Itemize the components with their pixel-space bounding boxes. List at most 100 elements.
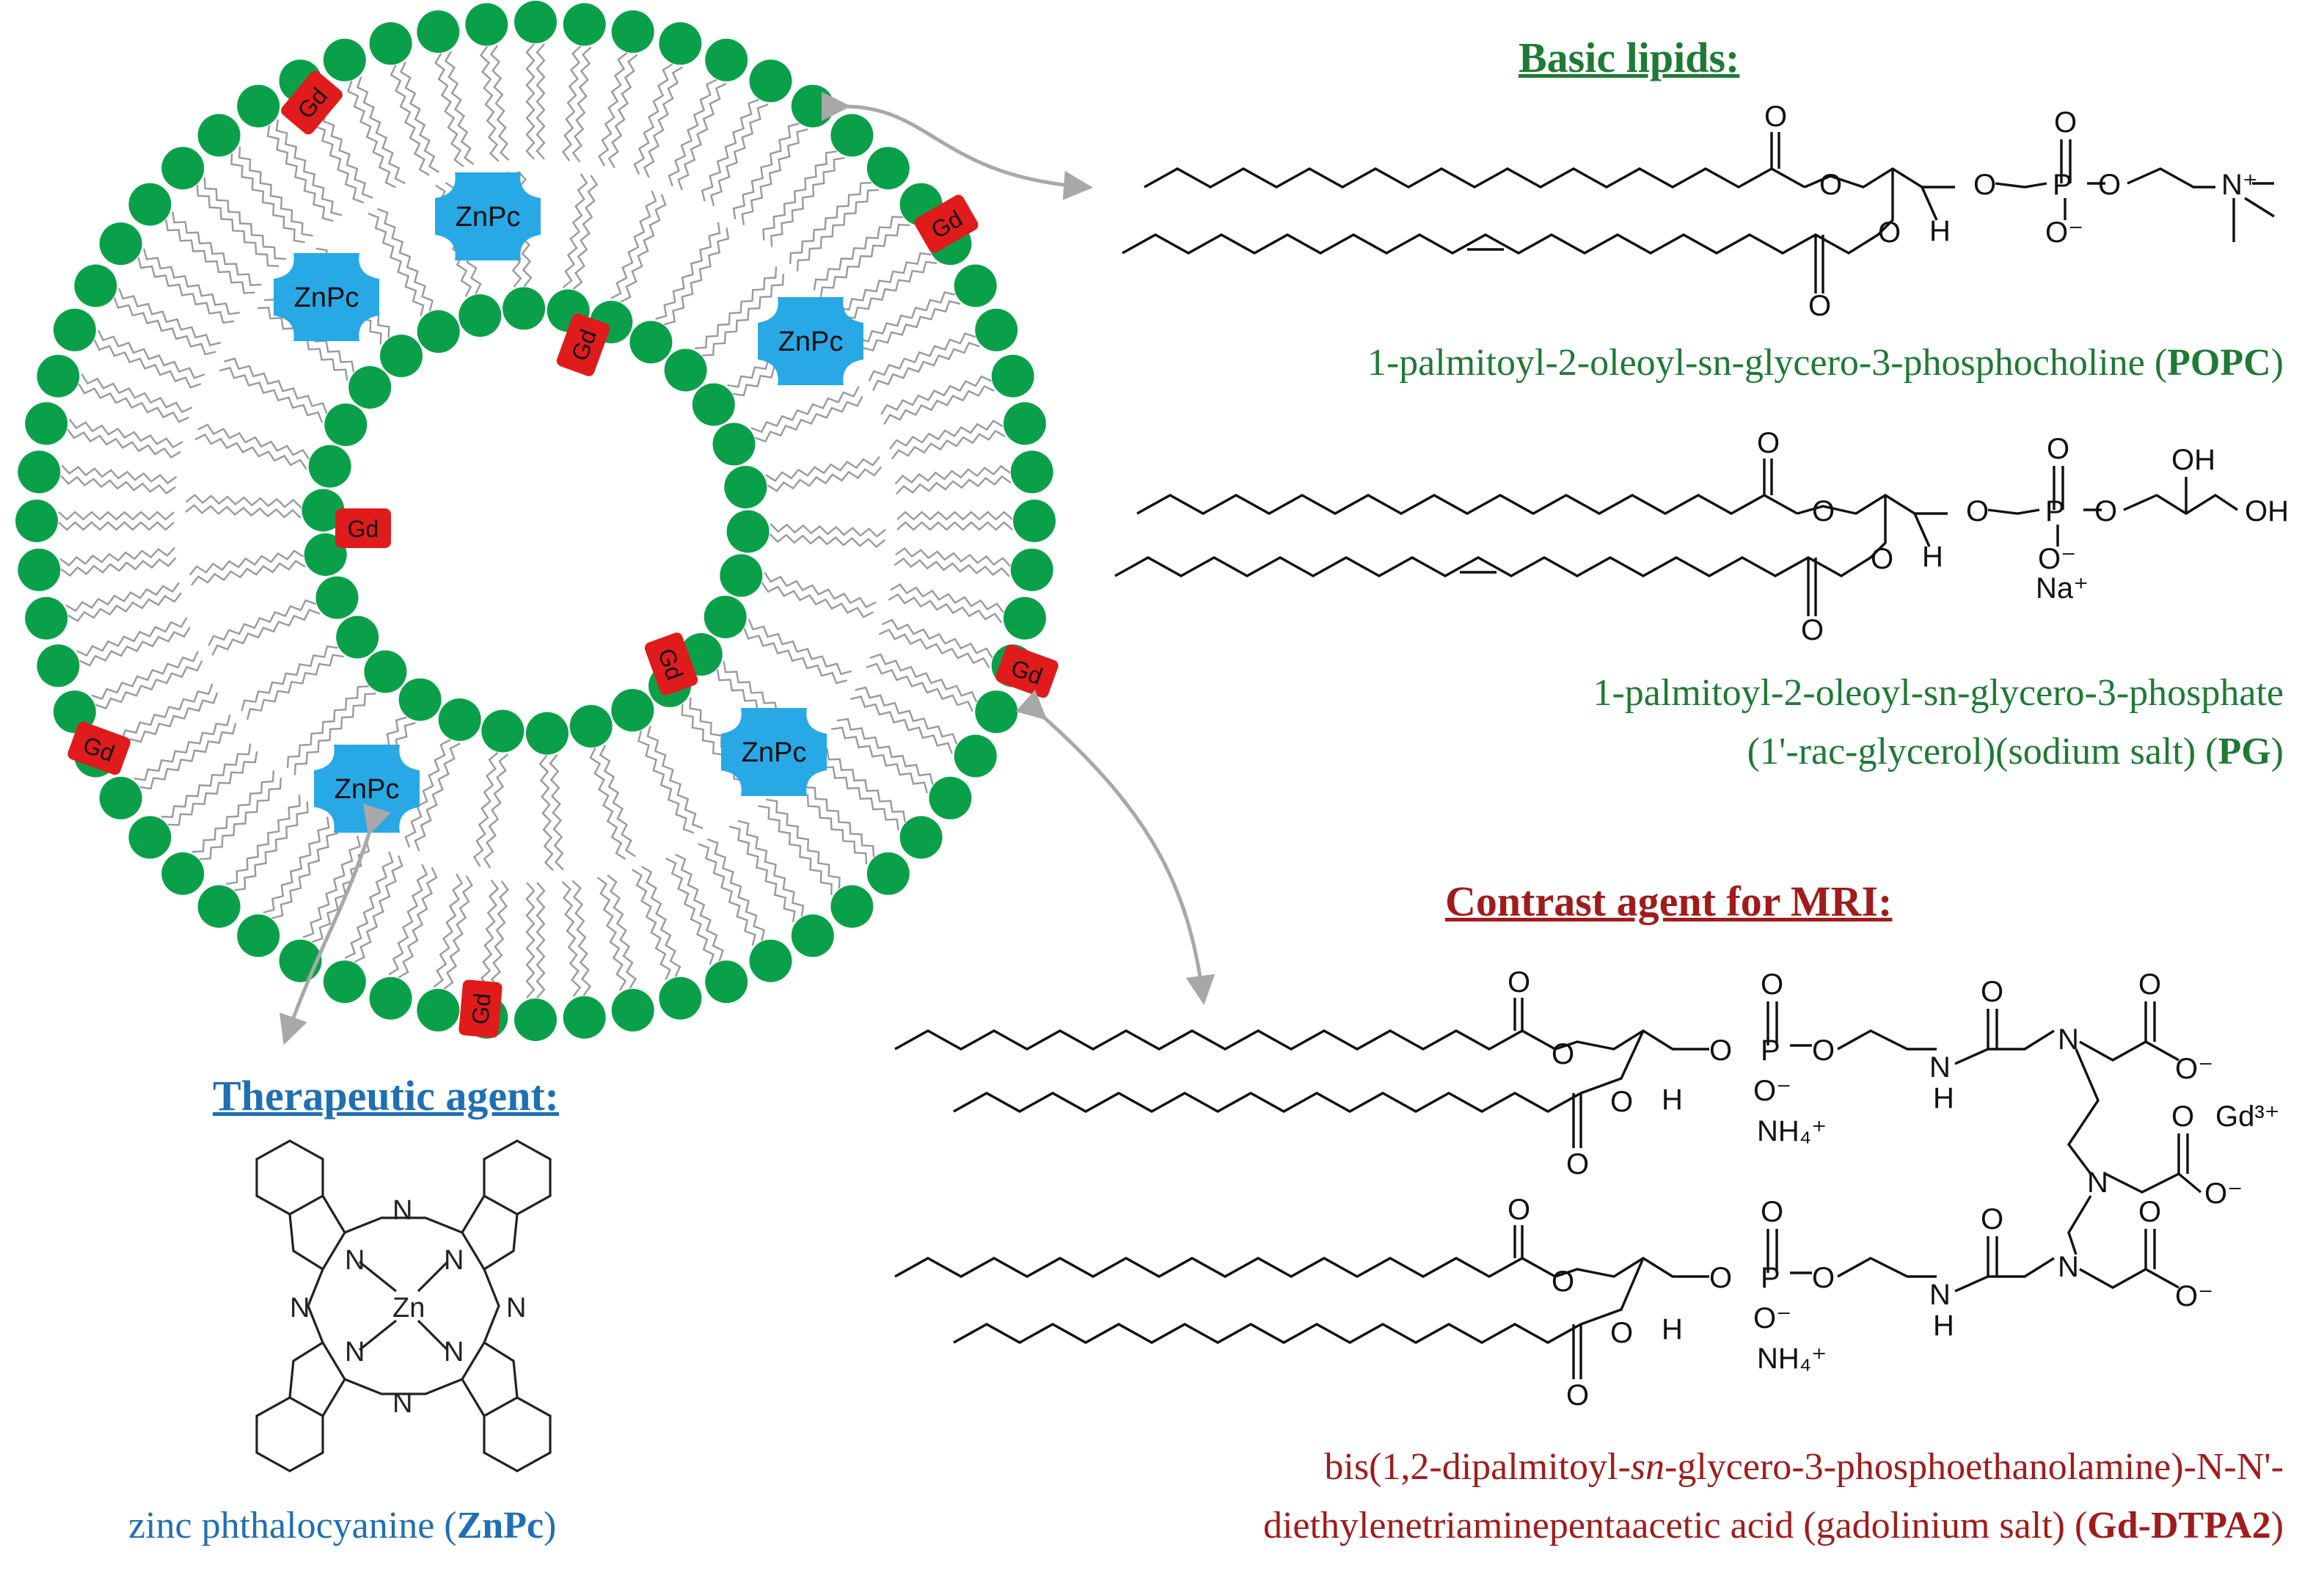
caption-pg: 1-palmitoyl-2-oleoyl-sn-glycero-3-phosph… xyxy=(1593,672,2284,773)
svg-text:N: N xyxy=(2058,1251,2079,1283)
lipid-tail xyxy=(748,618,852,676)
lipid-tail xyxy=(663,227,730,326)
lipid-tail xyxy=(525,43,536,160)
lipid-head xyxy=(830,114,874,157)
svg-text:O: O xyxy=(1981,976,2003,1008)
lipid-tail xyxy=(852,291,956,350)
lipid-tail xyxy=(238,146,313,237)
znpc-atom-labels: N N N N N N N N Zn xyxy=(290,1195,526,1419)
svg-text:H: H xyxy=(1933,1310,1954,1342)
svg-text:P: P xyxy=(2053,169,2072,201)
svg-text:N: N xyxy=(345,1245,365,1276)
svg-text:N: N xyxy=(392,1195,412,1226)
svg-text:N: N xyxy=(444,1245,464,1276)
lipid-head xyxy=(481,709,525,753)
svg-text:O: O xyxy=(2054,106,2077,139)
lipid-tails xyxy=(58,43,1013,998)
lipid-tail xyxy=(881,618,993,659)
arrow-to-contrast-agent xyxy=(1015,690,1216,1005)
svg-text:NH₄⁺: NH₄⁺ xyxy=(1757,1115,1827,1147)
lipid-tail xyxy=(354,855,403,963)
svg-text:P: P xyxy=(2045,495,2065,527)
lipid-head xyxy=(975,308,1018,351)
gd-chain-2 xyxy=(953,1092,1582,1113)
lipid-head xyxy=(417,10,460,54)
svg-text:O: O xyxy=(1552,1038,1574,1070)
lipid-tail xyxy=(275,119,343,216)
lipid-head xyxy=(514,1,557,43)
lipid-tail xyxy=(620,194,667,303)
lipid-head xyxy=(692,383,735,426)
lipid-head xyxy=(74,264,117,307)
lipid-head xyxy=(364,650,407,693)
svg-text:O: O xyxy=(1566,1379,1589,1412)
lipid-tail xyxy=(196,184,279,267)
lipid-tail xyxy=(536,43,546,160)
lipid-head xyxy=(15,500,58,542)
lipid-tail xyxy=(110,683,213,742)
lipid-tail xyxy=(631,869,672,981)
lipid-tail xyxy=(561,45,582,161)
pg-palmitoyl-chain xyxy=(1136,494,1798,515)
lipid-tail xyxy=(241,645,339,712)
lipid-head xyxy=(369,976,412,1020)
svg-text:N: N xyxy=(1929,1279,1951,1311)
svg-text:O⁻: O⁻ xyxy=(2204,1178,2243,1210)
lipid-tail xyxy=(677,83,727,191)
lipid-head xyxy=(369,22,412,65)
lipid-head xyxy=(514,998,557,1041)
lipid-tail xyxy=(59,547,176,567)
lipid-head xyxy=(417,310,460,353)
svg-text:O⁻: O⁻ xyxy=(1753,1302,1791,1334)
lipid-tail xyxy=(732,123,800,220)
lipid-tail xyxy=(538,754,554,872)
svg-text:O: O xyxy=(2138,1196,2161,1228)
lipid-head xyxy=(899,816,943,859)
lipid-head xyxy=(25,402,68,445)
lipid-tail xyxy=(813,216,904,291)
znpc-benzo-ring-tl xyxy=(255,1139,324,1216)
svg-text:H: H xyxy=(1922,541,1943,573)
lipid-tail xyxy=(185,494,302,508)
znpc-marker: ZnPc xyxy=(758,297,863,385)
lipid-head xyxy=(197,885,241,928)
lipid-tail xyxy=(633,63,673,175)
lipid-tail xyxy=(674,853,724,962)
lipid-tail xyxy=(866,662,973,712)
lipid-tail xyxy=(796,189,880,271)
svg-text:O⁻: O⁻ xyxy=(1753,1075,1791,1107)
lipid-tail xyxy=(637,730,695,834)
lipid-tail xyxy=(758,805,833,896)
lipid-head xyxy=(18,450,61,494)
lipid-head xyxy=(830,885,874,928)
lipid-tail xyxy=(368,212,425,317)
lipid-tail xyxy=(646,725,704,830)
znpc-structure xyxy=(255,1139,552,1472)
lipid-tail xyxy=(792,775,875,858)
lipid-tail xyxy=(872,341,980,391)
lipid-tail xyxy=(489,45,510,161)
lipid-tail xyxy=(764,572,877,609)
lipid-tail xyxy=(390,65,430,176)
svg-text:O: O xyxy=(1757,427,1780,459)
svg-text:Na⁺: Na⁺ xyxy=(2036,572,2089,605)
lipid-head xyxy=(323,38,366,81)
svg-text:O: O xyxy=(1973,169,1996,201)
lipid-head xyxy=(705,38,748,81)
lipid-head xyxy=(197,114,241,157)
lipid-head xyxy=(611,689,654,732)
lipid-tail xyxy=(139,723,237,790)
svg-text:O: O xyxy=(1878,216,1901,249)
lipid-tail xyxy=(67,428,181,459)
lipid-head xyxy=(1010,548,1053,591)
lipid-tail xyxy=(525,882,536,998)
svg-text:O: O xyxy=(1801,614,1824,646)
lipid-head xyxy=(308,445,351,488)
svg-text:Gd: Gd xyxy=(467,992,496,1026)
gd-marker: Gd xyxy=(914,194,979,253)
lipid-tail xyxy=(819,224,910,299)
lipid-tail xyxy=(203,177,286,260)
lipid-tail xyxy=(607,54,638,169)
znpc-marker: ZnPc xyxy=(721,708,827,796)
